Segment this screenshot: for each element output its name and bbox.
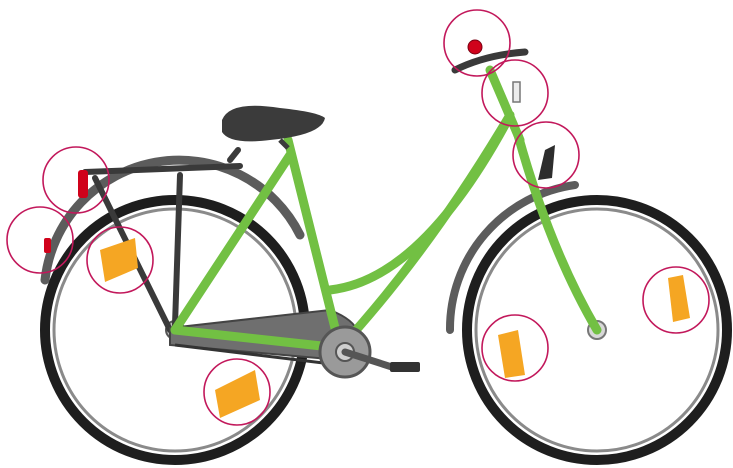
bracket-icon bbox=[538, 145, 555, 180]
highlight-fender-reflector bbox=[7, 207, 73, 273]
red-reflector-icon bbox=[78, 170, 88, 198]
saddle bbox=[222, 106, 325, 148]
red-reflector-icon bbox=[44, 238, 51, 253]
front-fork bbox=[518, 135, 597, 330]
crankset bbox=[320, 327, 420, 377]
pedal bbox=[390, 362, 420, 372]
handlebar bbox=[455, 40, 525, 70]
lamp-icon bbox=[513, 82, 520, 102]
bell-icon bbox=[468, 40, 482, 54]
